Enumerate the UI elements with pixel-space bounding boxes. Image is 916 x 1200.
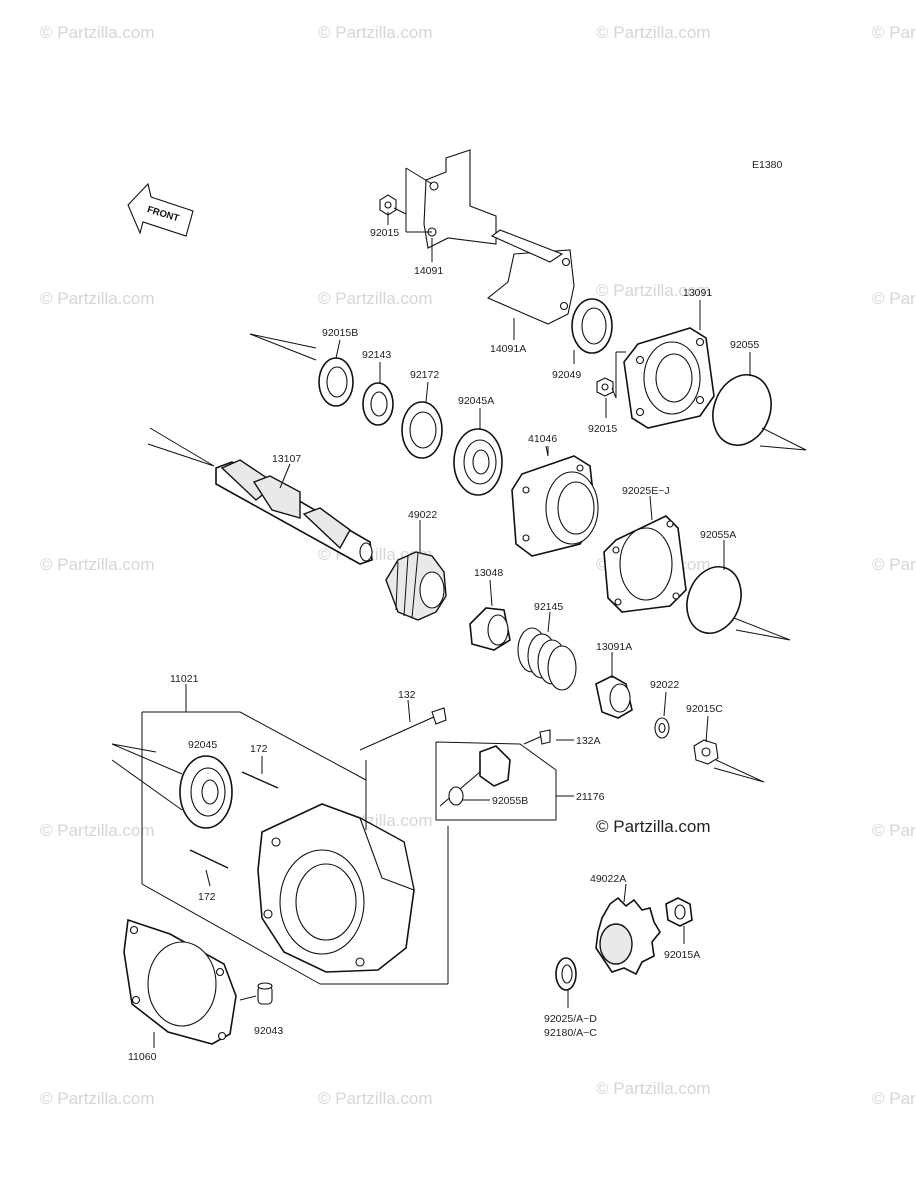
o-ring-92055 — [712, 374, 807, 451]
part-label: 92049 — [552, 369, 581, 381]
part-label: 92180/A~C — [544, 1027, 597, 1039]
nut-92015c — [693, 739, 765, 783]
part-label: 92025/A~D — [544, 1013, 597, 1025]
part-label: 92145 — [534, 601, 563, 613]
part-label: 92015C — [686, 703, 723, 715]
part-label: 92143 — [362, 349, 391, 361]
part-label: 172 — [198, 891, 216, 903]
part-label: 92022 — [650, 679, 679, 691]
part-label: 92055 — [730, 339, 759, 351]
watermark: © Partzilla.com — [318, 1089, 433, 1108]
part-label: 172 — [250, 743, 268, 755]
part-label: 92172 — [410, 369, 439, 381]
part-label: 14091 — [414, 265, 443, 277]
bolt-132 — [359, 707, 447, 751]
part-label: 11060 — [128, 1051, 157, 1063]
cap-13091a — [595, 675, 633, 719]
copyright-text: © Partzilla.com — [596, 817, 711, 836]
watermark: © Partzilla.com — [596, 23, 711, 42]
watermark: © Partzilla.com — [872, 1089, 916, 1108]
watermark: © Partzilla.com — [40, 1089, 155, 1108]
part-labels: 92015 14091 14091A 13091 92055 92015B 92… — [128, 227, 759, 1063]
oil-seal-92015b — [249, 333, 354, 407]
part-label: 92015B — [322, 327, 358, 339]
part-label: 92043 — [254, 1025, 283, 1037]
watermark: © Partzilla.com — [872, 821, 916, 840]
watermark: © Partzilla.com — [596, 1079, 711, 1098]
gasket-11060 — [123, 918, 237, 1045]
bearing-housing-41046 — [511, 446, 599, 557]
bracket-14091a — [486, 229, 575, 325]
part-label: 92015 — [370, 227, 399, 239]
watermark: © Partzilla.com — [318, 23, 433, 42]
part-label: 13091A — [596, 641, 632, 653]
nut-92015-top — [379, 194, 407, 216]
part-label: 92055A — [700, 529, 736, 541]
shim-92025-92180 — [555, 957, 577, 991]
part-label: 92015A — [664, 949, 700, 961]
bevel-gear-49022 — [385, 551, 447, 621]
part-label: 41046 — [528, 433, 557, 445]
part-label: 13048 — [474, 567, 503, 579]
part-label: 13107 — [272, 453, 301, 465]
watermark: © Partzilla.com — [40, 23, 155, 42]
watermark: © Partzilla.com — [40, 555, 155, 574]
bracket-14091 — [405, 149, 497, 249]
gasket-92025e-j — [603, 515, 687, 613]
spring-92145 — [517, 627, 577, 691]
nut-92015-mid — [596, 377, 614, 397]
stud-172-lower — [189, 849, 229, 869]
watermark: © Partzilla.com — [872, 555, 916, 574]
watermark: © Partzilla.com — [318, 289, 433, 308]
gear-case-11021 — [141, 711, 449, 985]
part-label: 92015 — [588, 423, 617, 435]
cover-13091 — [611, 327, 715, 429]
bolt-132a — [523, 729, 551, 745]
dowel-pin-92043 — [239, 982, 273, 1005]
watermark: © Partzilla.com — [872, 23, 916, 42]
bearing-92045a — [453, 428, 503, 496]
leader-lines — [153, 212, 751, 1048]
front-direction-arrow: FRONT — [127, 182, 194, 237]
part-label: 11021 — [170, 673, 199, 685]
stud-172-upper — [241, 771, 279, 789]
diagram-code: E1380 — [752, 159, 783, 171]
oil-seal-92049 — [571, 298, 613, 354]
part-label: 132 — [398, 689, 416, 701]
watermark: © Partzilla.com — [40, 289, 155, 308]
part-label: 49022 — [408, 509, 437, 521]
actuator-21176 — [435, 741, 557, 821]
part-label: 132A — [576, 735, 601, 747]
o-ring-92055a — [686, 566, 791, 641]
bearing-92045 — [111, 743, 233, 829]
exploded-view — [111, 149, 807, 1048]
part-label: 92045A — [458, 395, 494, 407]
collar-92143 — [362, 382, 394, 426]
shim-92172 — [401, 401, 443, 459]
drive-shaft-13107 — [147, 427, 373, 565]
nut-92015a — [665, 897, 693, 927]
watermark: © Partzilla.com — [596, 281, 711, 300]
part-label: 49022A — [590, 873, 626, 885]
part-label: 92045 — [188, 739, 217, 751]
coupling-13048 — [469, 607, 511, 651]
washer-92022 — [654, 717, 670, 739]
part-label: 92025E~J — [622, 485, 670, 497]
watermark: © Partzilla.com — [872, 289, 916, 308]
part-label: 21176 — [576, 791, 605, 803]
part-label: 14091A — [490, 343, 526, 355]
gear-49022a — [595, 896, 661, 976]
part-label: 92055B — [492, 795, 528, 807]
part-label: 13091 — [683, 287, 712, 299]
watermark: © Partzilla.com — [40, 821, 155, 840]
